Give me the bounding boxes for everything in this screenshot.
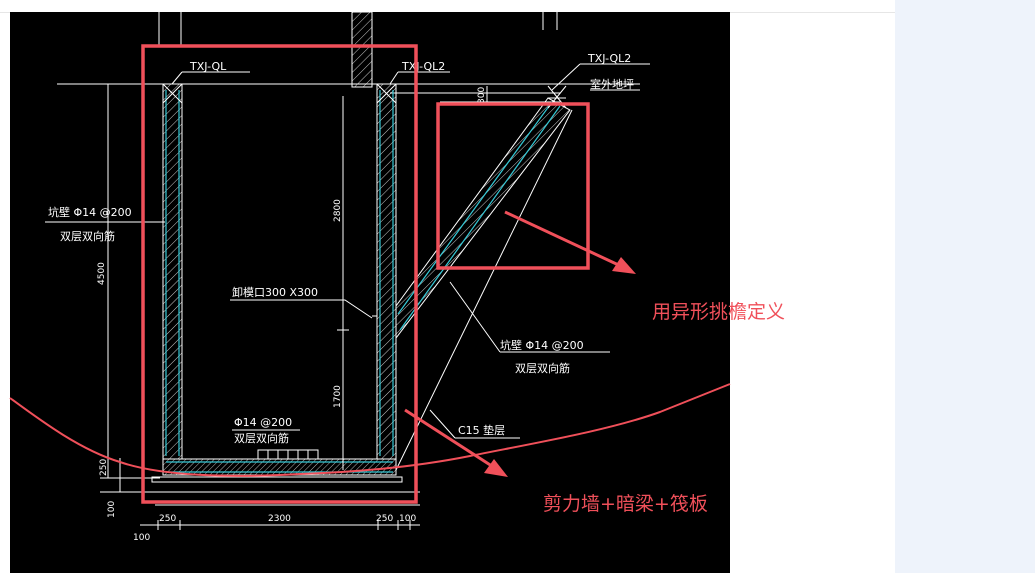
highlight-box-overhang (436, 102, 590, 270)
leader-lines (45, 63, 650, 439)
top-columns (158, 11, 558, 88)
label-pit-wall-left: 坑壁 Φ14 @200 (48, 205, 132, 219)
dim-width-250-left: 250 (159, 514, 176, 524)
ground-curve (9, 383, 731, 477)
dim-slab-250: 250 (99, 459, 109, 476)
dim-bottom-100: 100 (133, 533, 150, 543)
reference-lines (57, 83, 640, 526)
dimension-lines (104, 83, 488, 530)
cad-viewport (10, 12, 730, 573)
label-txj-ql2-b: TXJ-QL2 (587, 52, 631, 65)
label-outdoor-ground: 室外地坪 (590, 77, 634, 91)
dim-width-250-right: 250 (376, 514, 393, 524)
label-double-layer-right: 双层双向筋 (515, 361, 570, 375)
dim-width-100-right: 100 (399, 514, 416, 524)
left-wall (162, 83, 183, 460)
dim-top-small: 300 (477, 87, 487, 104)
arrow-shearwall (404, 408, 508, 477)
slanted-overhang (395, 85, 573, 471)
dim-width-2300: 2300 (268, 514, 291, 524)
label-txj-ql2-a: TXJ-QL2 (401, 60, 445, 73)
highlight-box-shearwall (141, 44, 418, 504)
dim-total-height: 4500 (97, 262, 107, 285)
dim-lower-height: 1700 (333, 385, 343, 408)
label-double-layer-left: 双层双向筋 (60, 229, 115, 243)
label-double-layer-bottom: 双层双向筋 (234, 431, 289, 445)
dim-upper-height: 2800 (333, 199, 343, 222)
arrow-overhang (504, 210, 636, 274)
label-pit-wall-right: 坑壁 Φ14 @200 (500, 338, 584, 352)
annotation-overhang: 用异形挑檐定义 (652, 301, 785, 323)
label-bottom-rebar: Φ14 @200 (234, 416, 292, 429)
label-txj-ql: TXJ-QL (189, 60, 227, 73)
label-opening: 卸模口300 X300 (232, 285, 318, 299)
annotation-shearwall: 剪力墙+暗梁+筏板 (543, 493, 708, 515)
dim-base-100: 100 (107, 501, 117, 518)
side-panel (895, 0, 1035, 573)
label-cushion: C15 垫层 (458, 423, 505, 437)
